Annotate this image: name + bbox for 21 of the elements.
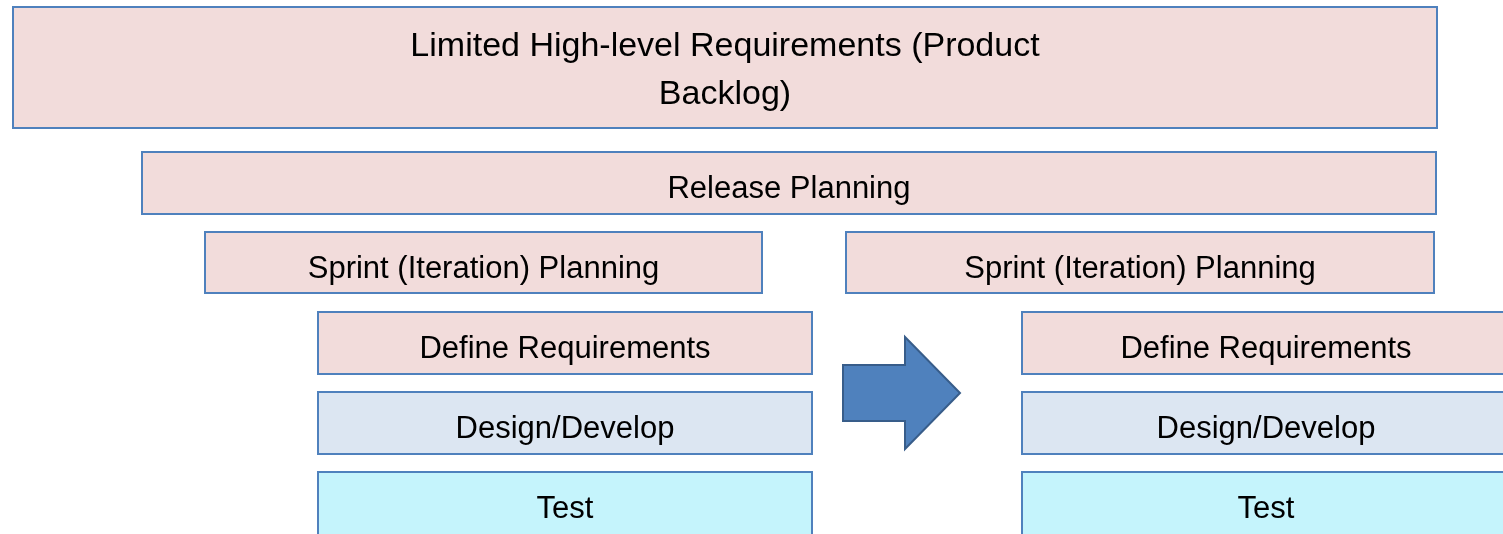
- box-label: Design/Develop: [1155, 409, 1377, 447]
- phase-box: [1021, 391, 1503, 455]
- box-label: Sprint (Iteration) Planning: [963, 249, 1317, 287]
- planning-box: [845, 231, 1435, 294]
- phase-box: [1021, 471, 1503, 534]
- backlog-box: [12, 6, 1438, 129]
- box-label: Test: [535, 489, 595, 527]
- box-label: Test: [1236, 489, 1296, 527]
- box-label: Define Requirements: [1119, 329, 1413, 367]
- planning-box: [204, 231, 763, 294]
- phase-box: [317, 471, 813, 534]
- box-label: Design/Develop: [454, 409, 676, 447]
- box-label: Sprint (Iteration) Planning: [306, 249, 661, 287]
- phase-box: [317, 391, 813, 455]
- box-label: Define Requirements: [418, 329, 712, 367]
- phase-box: [1021, 311, 1503, 375]
- block-arrow: [842, 334, 962, 452]
- box-label: Limited High-level Requirements (Product Backlog): [409, 24, 1041, 113]
- planning-box: [141, 151, 1437, 215]
- box-label: Release Planning: [666, 169, 912, 207]
- phase-box: [317, 311, 813, 375]
